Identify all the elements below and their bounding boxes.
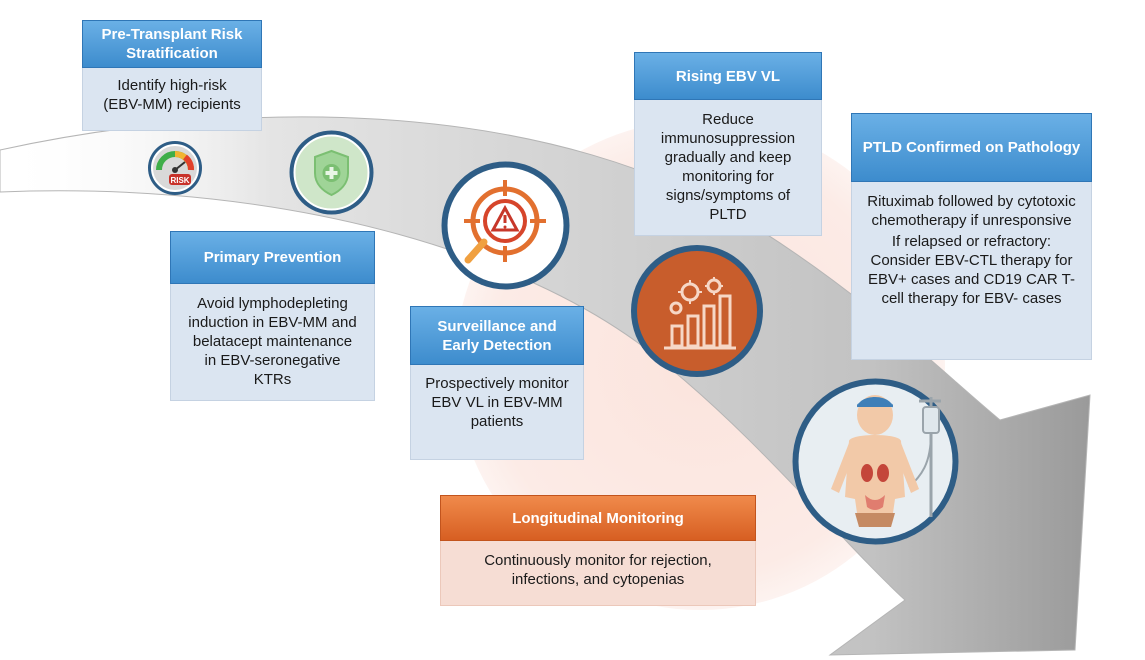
primary-prevention-card: Primary Prevention Avoid lymphodepleting… [170, 231, 375, 401]
patient-iv-icon [791, 377, 960, 546]
pre-transplant-card: Pre-Transplant Risk Stratification Ident… [82, 20, 262, 131]
rising-vl-title: Rising EBV VL [634, 52, 822, 100]
ptld-body: Rituximab followed by cytotoxic chemothe… [851, 182, 1092, 360]
longitudinal-body: Continuously monitor for rejection, infe… [440, 541, 756, 606]
risk-gauge-icon: RISK [147, 140, 203, 196]
ptld-card: PTLD Confirmed on Pathology Rituximab fo… [851, 113, 1092, 360]
longitudinal-card: Longitudinal Monitoring Continuously mon… [440, 495, 756, 606]
surveillance-title: Surveillance and Early Detection [410, 306, 584, 365]
pre-transplant-body: Identify high-risk (EBV-MM) recipients [82, 68, 262, 131]
surveillance-body: Prospectively monitor EBV VL in EBV-MM p… [410, 365, 584, 460]
rising-vl-card: Rising EBV VL Reduce immunosuppression g… [634, 52, 822, 236]
target-alert-icon [440, 160, 571, 291]
rising-vl-body: Reduce immunosuppression gradually and k… [634, 100, 822, 236]
surveillance-card: Surveillance and Early Detection Prospec… [410, 306, 584, 460]
ptld-title: PTLD Confirmed on Pathology [851, 113, 1092, 182]
longitudinal-title: Longitudinal Monitoring [440, 495, 756, 541]
virus-chart-icon [630, 244, 764, 378]
risk-icon-label: RISK [170, 176, 189, 185]
ptld-body-line-2: If relapsed or refractory: Consider EBV-… [868, 233, 1075, 307]
pre-transplant-title: Pre-Transplant Risk Stratification [82, 20, 262, 68]
ptld-body-line-1: Rituximab followed by cytotoxic chemothe… [867, 193, 1076, 229]
primary-prevention-body: Avoid lymphodepleting induction in EBV-M… [170, 284, 375, 401]
shield-icon [288, 129, 375, 216]
primary-prevention-title: Primary Prevention [170, 231, 375, 284]
